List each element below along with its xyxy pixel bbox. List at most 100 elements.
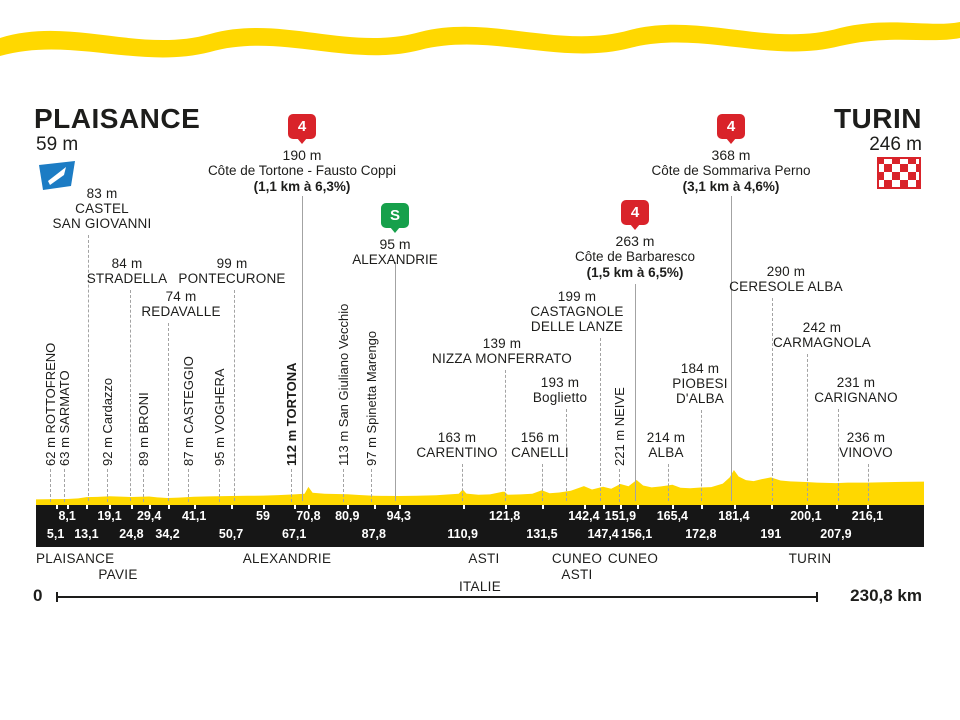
km-tick <box>835 505 838 509</box>
callout-connector <box>566 409 567 501</box>
km-tick <box>347 505 350 509</box>
km-tick <box>149 505 152 509</box>
callout-connector <box>107 469 108 502</box>
city-elevation-label-vertical: 92 m Cardazzo <box>100 377 115 466</box>
km-distance-label: 110,9 <box>447 527 478 541</box>
km-distance-label: 94,3 <box>386 509 411 523</box>
km-distance-label: 19,1 <box>97 509 122 523</box>
callout-connector <box>143 469 144 502</box>
km-tick <box>504 505 507 509</box>
km-distance-label: 24,8 <box>119 527 144 541</box>
km-distance-label: 80,9 <box>335 509 360 523</box>
km-distance-label: 147,4 <box>587 527 619 541</box>
km-distance-label: 121,8 <box>488 509 521 523</box>
finish-city-title: TURIN <box>833 103 922 134</box>
km-tick <box>263 505 265 509</box>
callout-connector <box>88 235 89 501</box>
km-distance-label: 67,1 <box>281 527 307 541</box>
climb-category-badge: 4 <box>621 200 649 225</box>
km-distance-label: 207,9 <box>820 527 852 541</box>
city-elevation-label-vertical: 63 m SARMATO <box>57 370 72 466</box>
callout-connector <box>188 469 189 502</box>
km-tick <box>636 505 639 509</box>
km-tick <box>583 505 586 509</box>
km-distance-label: 156,1 <box>620 527 653 541</box>
callout-connector <box>50 469 51 502</box>
km-tick <box>373 505 376 509</box>
callout-connector <box>505 370 506 501</box>
km-distance-label: 200,1 <box>790 509 822 523</box>
km-distance-label: 131,5 <box>526 527 558 541</box>
km-distance-label: 142,4 <box>568 509 600 523</box>
km-tick <box>294 505 297 509</box>
elevation-profile-area <box>36 470 924 505</box>
callout-connector <box>130 290 131 501</box>
km-distance-label: 181,4 <box>718 509 750 523</box>
city-elevation-label-vertical: 113 m San Giuliano Vecchio <box>336 303 351 466</box>
climb-connector <box>635 284 636 501</box>
km-tick <box>462 505 465 509</box>
climb-connector <box>395 262 396 501</box>
callout-connector <box>291 469 292 502</box>
km-distance-label: 165,4 <box>656 509 688 523</box>
callout-connector <box>542 464 543 501</box>
km-tick <box>86 505 89 509</box>
finish-checkered-flag-icon <box>877 157 921 189</box>
start-city-title: PLAISANCE <box>34 103 201 134</box>
km-tick <box>603 505 606 509</box>
callout-connector <box>807 354 808 501</box>
callout-connector <box>64 469 65 502</box>
start-flag-icon <box>39 161 75 190</box>
km-tick <box>194 505 197 509</box>
km-tick <box>231 505 234 509</box>
axis-total-distance-label: 230,8 km <box>850 586 922 605</box>
callout-connector <box>168 323 169 501</box>
callout-connector <box>619 469 620 502</box>
region-label: PAVIE <box>98 567 138 582</box>
km-distance-label: 5,1 <box>46 527 65 541</box>
km-distance-label: 59 <box>256 509 270 523</box>
callout-connector <box>234 290 235 501</box>
km-tick <box>131 505 134 509</box>
callout-connector <box>868 464 869 501</box>
climb-category-badge: 4 <box>288 114 316 139</box>
climb-connector <box>731 196 732 501</box>
km-tick <box>620 505 623 509</box>
km-distance-label: 50,7 <box>218 527 244 541</box>
km-tick <box>733 505 736 509</box>
km-distance-label: 8,1 <box>58 509 76 523</box>
km-distance-label: 29,4 <box>136 509 162 523</box>
km-distance-label: 151,9 <box>604 509 637 523</box>
city-elevation-label-vertical: 62 m ROTTOFRENO <box>43 342 58 466</box>
callout-connector <box>668 464 669 501</box>
axis-start-label: 0 <box>33 586 43 605</box>
km-tick <box>700 505 703 509</box>
climb-connector <box>302 196 303 501</box>
km-tick <box>109 505 112 509</box>
km-tick <box>55 505 58 509</box>
km-tick <box>867 505 870 509</box>
km-tick <box>805 505 808 509</box>
km-distance-label: 172,8 <box>685 527 717 541</box>
finish-city-elevation: 246 m <box>869 134 922 155</box>
city-elevation-label-vertical: 87 m CASTEGGIO <box>181 356 196 466</box>
km-tick <box>672 505 675 509</box>
climb-category-badge: 4 <box>717 114 745 139</box>
km-distance-label: 34,2 <box>155 527 180 541</box>
km-tick <box>770 505 773 509</box>
